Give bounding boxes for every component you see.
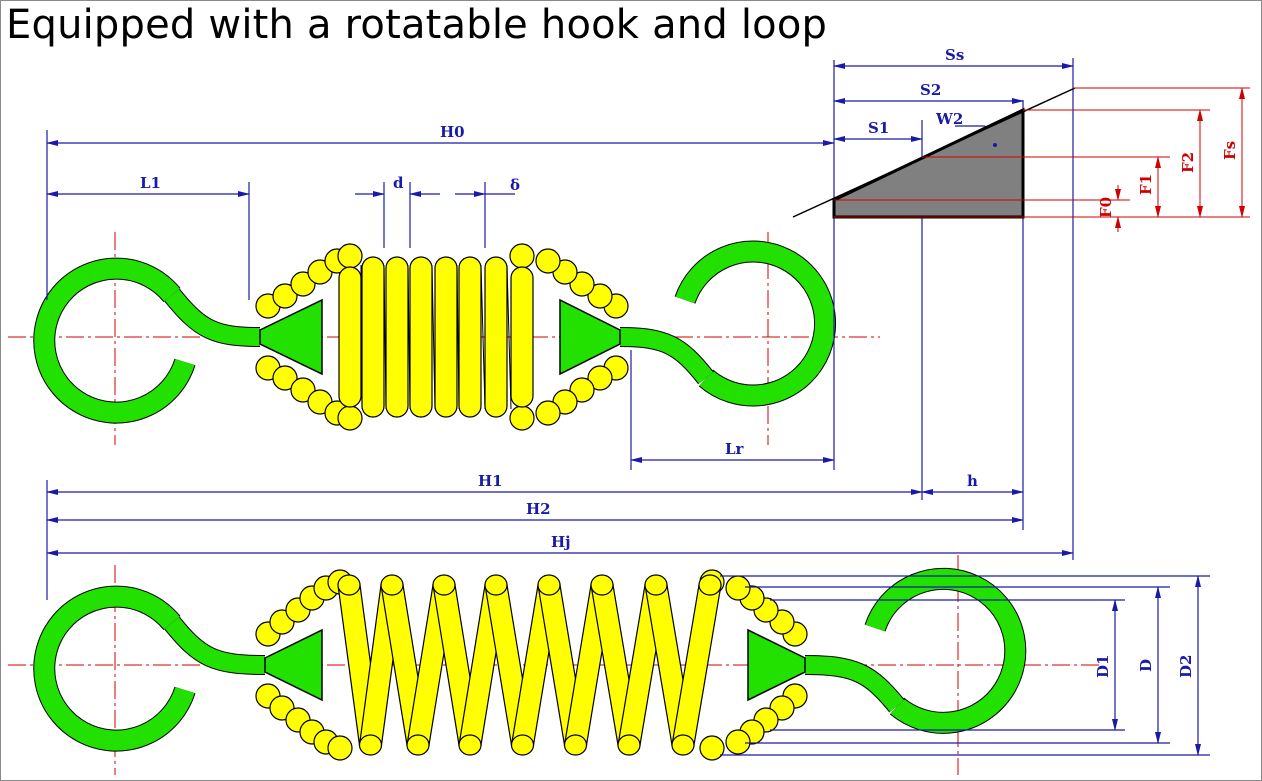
top-left-hook	[33, 257, 323, 424]
label-D2: D2	[1177, 655, 1195, 678]
label-Hj: Hj	[551, 533, 571, 551]
label-h: h	[967, 472, 978, 490]
label-Fs: Fs	[1221, 141, 1239, 160]
label-S1: S1	[868, 119, 889, 137]
top-right-hook	[559, 240, 837, 407]
dimension-lines	[46, 58, 1210, 756]
bottom-left-hook	[33, 585, 323, 752]
label-H2: H2	[526, 500, 551, 518]
label-S2: S2	[920, 81, 941, 99]
label-Ss: Ss	[945, 46, 964, 64]
top-coils	[255, 243, 629, 431]
label-Lr: Lr	[725, 440, 745, 458]
label-L1: L1	[140, 174, 161, 192]
label-delta: δ	[510, 176, 520, 194]
diagram-title: Equipped with a rotatable hook and loop	[6, 2, 828, 48]
label-F0: F0	[1097, 197, 1115, 218]
center-lines	[8, 232, 1100, 775]
top-spring	[33, 240, 837, 431]
bottom-coils	[255, 569, 808, 761]
label-H1: H1	[478, 472, 503, 490]
label-F2: F2	[1179, 152, 1197, 173]
label-F1: F1	[1137, 174, 1155, 195]
force-lines	[834, 87, 1250, 232]
label-D: D	[1137, 659, 1155, 672]
diameter-labels: D1 D D2	[1094, 655, 1195, 678]
load-triangle	[792, 87, 1076, 219]
label-H0: H0	[440, 123, 465, 141]
label-d: d	[393, 174, 404, 192]
force-labels: F0 F1 F2 Fs	[1097, 141, 1239, 218]
label-W2: W2	[935, 110, 963, 128]
label-D1: D1	[1094, 655, 1112, 678]
dimension-labels: H0 L1 d δ Lr H1 h H2 Hj Ss S2 S1 W2	[140, 46, 978, 551]
